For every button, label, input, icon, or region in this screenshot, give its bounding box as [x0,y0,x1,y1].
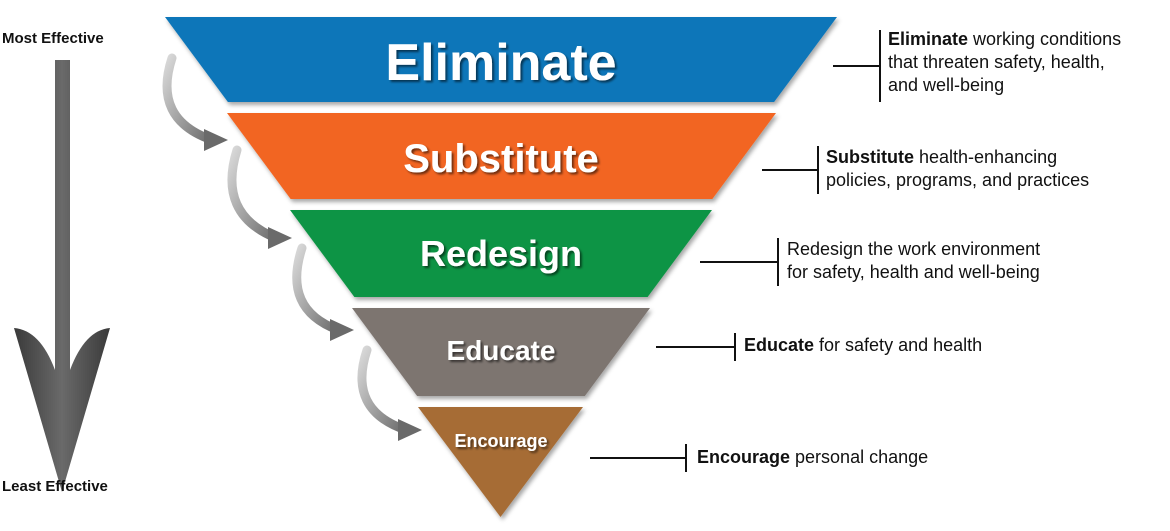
connector-substitute [762,146,819,194]
description-line: for safety, health and well-being [787,262,1040,282]
curved-arrow-head-icon [330,319,354,341]
description-eliminate: Eliminate working conditions that threate… [888,28,1121,97]
level-educate-band [352,308,650,396]
level-educate: Educate [352,308,650,396]
connector-redesign [700,238,779,286]
level-eliminate: Eliminate [165,17,837,102]
level-redesign-label: Redesign [420,233,582,274]
description-keyword: Encourage [697,447,791,467]
description-line: and well-being [888,75,1005,95]
level-redesign-band [290,210,712,297]
curved-arrow-head-icon [204,129,228,151]
description-line: policies, programs, and practices [826,170,1090,190]
level-encourage: Encourage [418,407,583,517]
curved-arrows [162,53,422,441]
description-educate: Educate for safety and health [744,334,982,357]
description-substitute: Substitute health-enhancing policies, pro… [826,146,1089,192]
curved-arrow-icon [292,243,343,335]
level-substitute: Substitute [227,113,776,199]
description-line: Substitute health-enhancing [826,147,1058,167]
curved-arrow-icon [162,53,217,145]
level-encourage-band [418,407,583,517]
level-encourage-label: Encourage [454,431,547,451]
curved-arrow-head-icon [398,419,422,441]
description-keyword: Substitute [826,147,914,167]
description-keyword: Educate [744,335,815,355]
description-line: Encourage personal change [697,447,929,467]
description-connectors [590,30,881,472]
connector-eliminate [833,30,881,102]
effectiveness-arrow-icon [14,60,110,492]
curved-arrow-icon [357,345,411,435]
description-line: Educate for safety and health [744,335,983,355]
description-encourage: Encourage personal change [697,446,928,469]
hierarchy-levels: EliminateSubstituteRedesignEducateEncour… [165,17,837,517]
level-eliminate-band [165,17,837,102]
connector-educate [656,333,736,361]
description-redesign: Redesign the work environment for safety,… [787,238,1040,284]
level-redesign: Redesign [290,210,712,297]
level-educate-label: Educate [447,335,556,366]
description-line: Eliminate working conditions [888,29,1122,49]
level-substitute-label: Substitute [403,137,599,181]
curved-arrow-icon [227,145,281,243]
level-eliminate-label: Eliminate [385,34,616,92]
most-effective-label: Most Effective [2,30,104,47]
connector-encourage [590,444,687,472]
curved-arrow-head-icon [268,227,292,249]
description-line: that threaten safety, health, [888,52,1105,72]
level-substitute-band [227,113,776,199]
description-keyword: Eliminate [888,29,969,49]
least-effective-label: Least Effective [2,478,108,495]
description-line: Redesign the work environment [787,239,1041,259]
